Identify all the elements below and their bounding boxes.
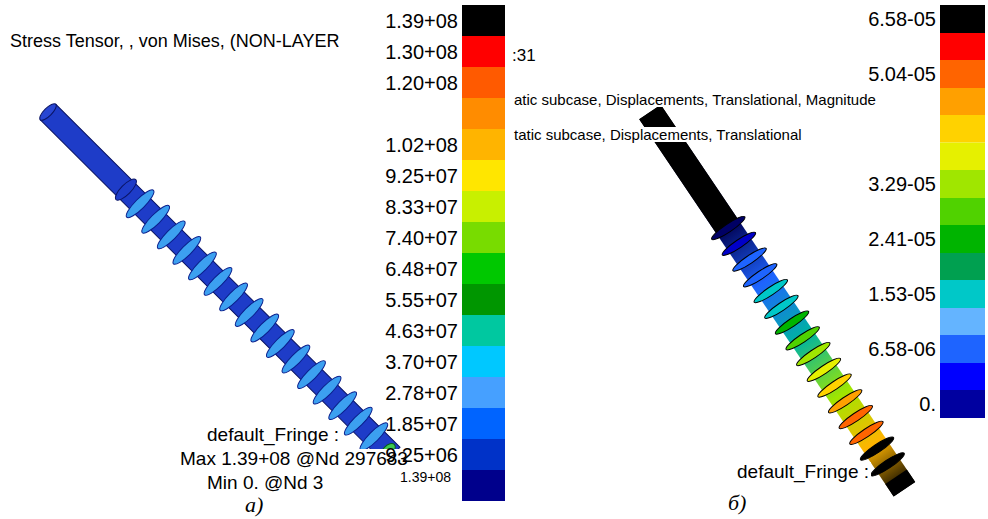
- fringe-swatch: [940, 60, 985, 88]
- fringe-bar-part: [940, 88, 985, 116]
- fringe-value: 6.48+07: [385, 259, 458, 279]
- fringe-text: default_Fringe :: [205, 425, 341, 444]
- fringe-bar-part: [462, 253, 505, 284]
- fringe-bar-part: [462, 222, 505, 253]
- fringe-bar-part: [462, 470, 505, 501]
- fringe-bar-part: [940, 335, 985, 363]
- fringe-swatch: [462, 67, 505, 98]
- fringe-value: 1.02+08: [385, 135, 458, 155]
- fringe-value: 1.53-05: [868, 284, 936, 304]
- fringe-bar-part: [462, 315, 505, 346]
- fringe-swatch: [462, 439, 505, 470]
- fringe-value: 6.58-05: [868, 9, 936, 29]
- fringe-swatch: [940, 225, 985, 253]
- shaft-model-part: [40, 104, 400, 463]
- fringe-value: 5.04-05: [868, 64, 936, 84]
- fringe-bar-part: [462, 67, 505, 98]
- fringe-bar-part: [462, 439, 505, 470]
- fringe-swatch: [462, 253, 505, 284]
- fringe-bar-part: [940, 225, 985, 253]
- fringe-text: 1.39+08: [398, 470, 453, 484]
- fringe-text: Min 0. @Nd 3: [205, 473, 325, 492]
- fringe-swatch: [462, 129, 505, 160]
- shaft-model-part: [885, 470, 915, 497]
- shaft-model: [32, 96, 406, 469]
- fringe-value: 6.58-06: [868, 339, 936, 359]
- fringe-text: default_Fringe :: [735, 462, 871, 481]
- fringe-value: 4.63+07: [385, 321, 458, 341]
- fringe-swatch: [940, 335, 985, 363]
- fringe-bar-part: [462, 191, 505, 222]
- fringe-swatch: [462, 346, 505, 377]
- fringe-bar-part: [940, 33, 985, 61]
- fringe-value: 7.40+07: [385, 228, 458, 248]
- fringe-value: 0.: [919, 394, 936, 414]
- fringe-bar-part: [940, 115, 985, 143]
- fringe-value: 1.39+08: [385, 11, 458, 31]
- fringe-swatch: [940, 5, 985, 33]
- fringe-value: 5.55+07: [385, 290, 458, 310]
- fringe-value: 2.41-05: [868, 229, 936, 249]
- fringe-bar-part: [940, 253, 985, 281]
- fringe-bar-part: [940, 198, 985, 226]
- fringe-text: Stress Tensor, , von Mises, (NON-LAYER: [10, 32, 339, 50]
- fringe-value: 3.29-05: [868, 174, 936, 194]
- fringe-swatch: [940, 390, 985, 418]
- fringe-bar-part: [940, 5, 985, 33]
- panel-caption: а): [245, 494, 263, 516]
- fringe-text: tatic subcase, Displacements, Translatio…: [512, 127, 804, 142]
- fringe-swatch: [462, 191, 505, 222]
- fringe-swatch: [462, 222, 505, 253]
- fringe-bar-part: [462, 346, 505, 377]
- fringe-bar-part: [462, 98, 505, 129]
- shaft-model-part: [112, 176, 139, 203]
- fringe-bar-part: [462, 284, 505, 315]
- fringe-bar-part: [462, 377, 505, 408]
- fringe-swatch: [940, 280, 985, 308]
- fringe-swatch: [462, 160, 505, 191]
- fringe-bar-part: [940, 308, 985, 336]
- fringe-value: 8.33+07: [385, 197, 458, 217]
- panel-caption: б): [728, 492, 746, 514]
- fringe-swatch: [462, 284, 505, 315]
- fringe-value: 1.30+08: [385, 42, 458, 62]
- fringe-value: 2.78+07: [385, 383, 458, 403]
- fringe-swatch: [462, 377, 505, 408]
- fringe-bar-part: [940, 363, 985, 391]
- fringe-value: 1.85+07: [385, 414, 458, 434]
- fringe-value: 9.25+06: [385, 445, 458, 465]
- fringe-swatch: [462, 408, 505, 439]
- fringe-text: atic subcase, Displacements, Translation…: [512, 92, 878, 107]
- fringe-swatch: [462, 5, 505, 36]
- fringe-text: Max 1.39+08 @Nd 297683: [178, 449, 410, 468]
- fringe-text: :31: [512, 47, 536, 64]
- fringe-bar-part: [940, 280, 985, 308]
- shaft-model-part: [37, 101, 58, 122]
- fringe-bar-part: [940, 170, 985, 198]
- fringe-bar-part: [940, 143, 985, 171]
- fringe-bar-part: [462, 160, 505, 191]
- fringe-value: 3.70+07: [385, 352, 458, 372]
- fringe-swatch: [462, 36, 505, 67]
- fringe-bar-part: [462, 129, 505, 160]
- fringe-bar-part: [940, 390, 985, 418]
- fringe-swatch: [462, 315, 505, 346]
- fringe-bar-part: [940, 60, 985, 88]
- fringe-bar-part: [462, 5, 505, 36]
- fringe-bar-part: [462, 408, 505, 439]
- fringe-bar-part: [462, 36, 505, 67]
- fringe-swatch: [940, 170, 985, 198]
- fringe-value: 1.20+08: [385, 73, 458, 93]
- fringe-bar: [462, 5, 505, 501]
- shaft-model-part: [639, 105, 739, 236]
- fringe-value: 9.25+07: [385, 166, 458, 186]
- fringe-bar: [940, 5, 985, 418]
